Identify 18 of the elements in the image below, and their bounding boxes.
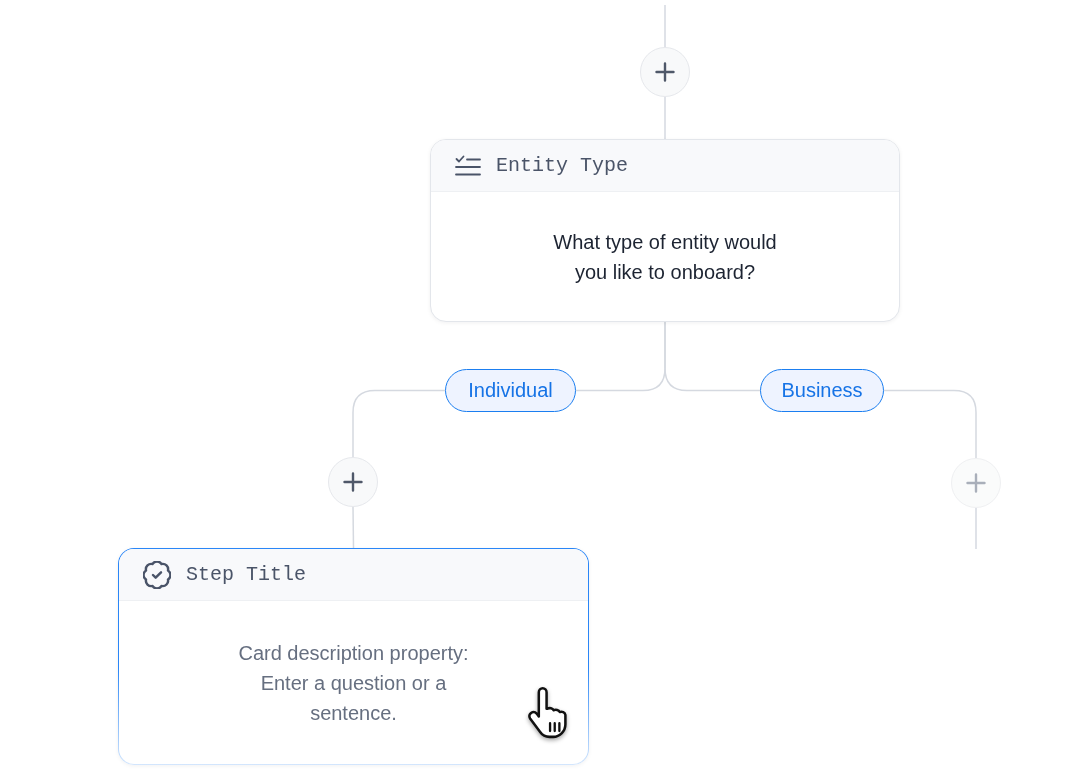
connector-line [883,389,977,459]
step-card [430,139,900,322]
add-step-button [640,47,690,97]
connector-line [664,4,666,48]
card-description: What type of entity would you like to onboard? [552,229,778,285]
connector-line [352,389,446,458]
card-description: Card description property: Enter a question or a sentence. [237,640,470,726]
branch-tag: Business [760,369,884,412]
connector-line [975,507,977,550]
connector-line [664,321,761,392]
branch-tag: Individual [445,369,576,412]
connector-line [664,96,666,140]
card-title: Entity Type [496,154,629,177]
add-step-button [951,458,1001,508]
connector-line [352,506,355,549]
card-title: Step Title [186,563,307,586]
step-card [118,548,589,765]
add-step-button [328,457,378,507]
